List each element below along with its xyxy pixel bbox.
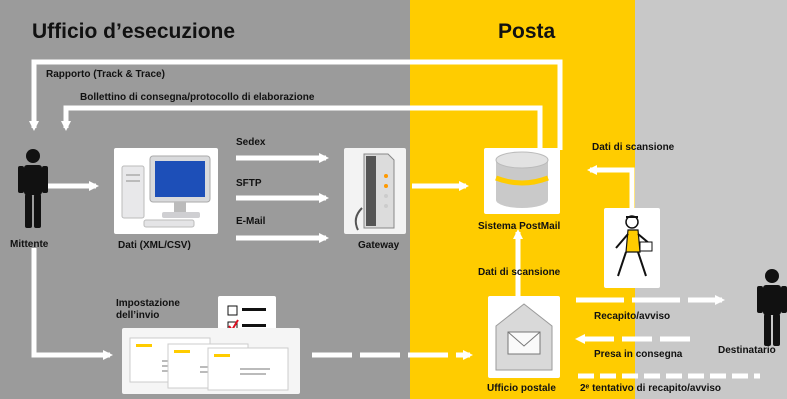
receipt-label: Presa in consegna <box>594 349 683 360</box>
recipient-person-icon <box>757 269 787 346</box>
section-title-office: Ufficio d’esecuzione <box>32 20 236 43</box>
sender-to-setup-arrow <box>31 248 113 360</box>
gateway-device-icon <box>354 153 395 231</box>
envelopes-card <box>122 328 300 394</box>
sender-label: Mittente <box>10 239 49 250</box>
postmail-system-card <box>484 148 560 214</box>
post-office-label: Ufficio postale <box>487 383 556 394</box>
database-icon <box>495 151 549 208</box>
post-office-card <box>488 296 560 378</box>
data-label: Dati (XML/CSV) <box>118 240 191 251</box>
postmail-system-label: Sistema PostMail <box>478 221 561 232</box>
email-label: E-Mail <box>236 216 266 227</box>
postman-card <box>604 208 660 288</box>
scan-data-top-label: Dati di scansione <box>592 142 675 153</box>
section-title-post: Posta <box>498 20 556 43</box>
delivery-slip-arrow <box>61 105 543 150</box>
report-label: Rapporto (Track & Trace) <box>46 69 165 80</box>
report-arrow <box>29 59 563 150</box>
delivery-slip-label: Bollettino di consegna/protocollo di ela… <box>80 92 315 103</box>
recipient-label: Destinatario <box>718 345 776 356</box>
sender-person-icon <box>18 149 48 228</box>
second-attempt-label: 2ᵉ tentativo di recapito/avviso <box>580 383 722 394</box>
recipient-band <box>635 0 787 399</box>
gateway-label: Gateway <box>358 240 400 251</box>
computer-icon <box>121 155 211 228</box>
data-card <box>114 148 218 234</box>
delivery-notice-label: Recapito/avviso <box>594 311 671 322</box>
envelope-stack-icon <box>129 337 289 391</box>
sedex-label: Sedex <box>236 137 266 148</box>
scan-data-top-arrow <box>587 165 635 210</box>
post-office-icon <box>495 303 553 371</box>
gateway-card <box>344 148 406 234</box>
scan-data-mid-label: Dati di scansione <box>478 267 561 278</box>
postman-icon <box>615 215 653 277</box>
sftp-label: SFTP <box>236 178 262 189</box>
dispatch-setup-label: Impostazione dell’invio <box>116 298 180 321</box>
